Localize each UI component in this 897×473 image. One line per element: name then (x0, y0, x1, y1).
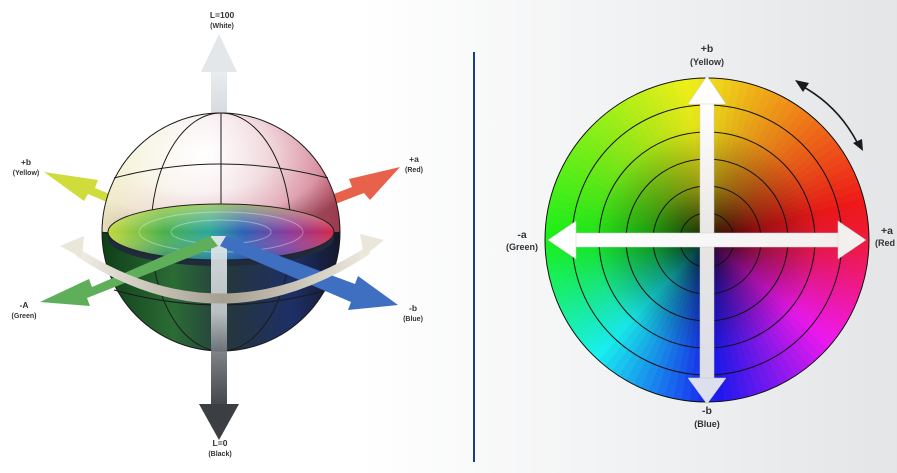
label-l100-line2: (White) (210, 23, 234, 30)
neg-a-axis-arrow (40, 236, 218, 306)
label-neg-b-line2: (Blue) (694, 419, 720, 429)
rotation-arrow-icon (795, 80, 863, 151)
lab-sphere-diagram: L=100 (White) L=0 (Black) +a (Red) +b (Y… (12, 10, 423, 458)
a-axis-arrow (547, 220, 867, 260)
label-neg-b-line2: (Blue) (403, 316, 423, 323)
label-neg-a-line1: -A (20, 300, 29, 310)
label-pos-a-line1: +a (409, 154, 419, 164)
label-pos-b-line1: +b (701, 43, 714, 55)
label-neg-b-line1: -b (409, 303, 417, 313)
hue-rotation-arc (60, 234, 384, 304)
label-neg-a-line2: (Green) (12, 313, 37, 320)
lightness-axis-bottom-arrow (199, 236, 239, 440)
label-l0-line1: L=0 (213, 438, 228, 448)
label-pos-b-line2: (Yellow) (13, 170, 39, 177)
label-neg-b-line1: -b (702, 405, 712, 417)
label-neg-a-line1: -a (517, 229, 526, 241)
label-neg-a-line2: (Green) (506, 242, 538, 252)
label-pos-a-line1: +a (881, 225, 893, 237)
label-l100-line1: L=100 (210, 10, 235, 20)
label-pos-a-line2: (Red) (405, 167, 423, 174)
label-pos-a-line2: (Red (875, 238, 895, 248)
label-pos-b-line2: (Yellow) (690, 57, 724, 67)
neg-b-axis-arrow (220, 236, 398, 310)
color-wheel (545, 78, 869, 402)
label-l0-line2: (Black) (208, 451, 231, 458)
ab-color-wheel-diagram: +b (Yellow) -b (Blue) -a (Green) +a (Red (506, 43, 895, 429)
label-pos-b-line1: +b (21, 157, 31, 167)
